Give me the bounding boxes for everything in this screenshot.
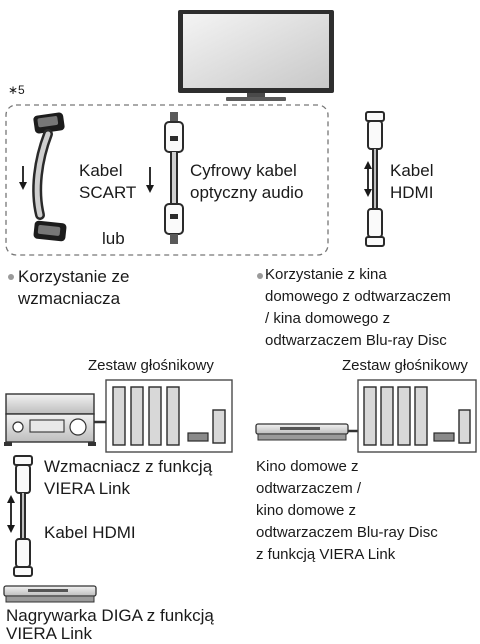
usage-amplifier-line1: Korzystanie ze — [18, 267, 130, 286]
scart-label-line2: SCART — [79, 183, 137, 202]
scart-label-line1: Kabel — [79, 161, 123, 180]
or-label: lub — [102, 229, 125, 248]
hdmi-label-line1: Kabel — [390, 161, 434, 180]
usage-home-theater-line3: / kina domowego z — [265, 310, 391, 327]
scart-cable-icon — [32, 112, 67, 242]
hdmi-cable-icon — [365, 111, 385, 247]
optical-label-line1: Cyfrowy kabel — [190, 161, 297, 180]
home-theater-label-line3: kino domowe z — [256, 502, 357, 519]
speaker-left-label: Zestaw głośnikowy — [88, 357, 214, 374]
amplifier-label-line2: VIERA Link — [44, 479, 130, 498]
amplifier-label-line1: Wzmacniacz z funkcją — [44, 457, 213, 476]
speaker-right-label: Zestaw głośnikowy — [342, 357, 468, 374]
optical-label-line2: optyczny audio — [190, 183, 304, 202]
usage-amplifier-line2: wzmacniacza — [18, 289, 121, 308]
bullet-home-theater — [257, 273, 263, 279]
hdmi-label-line2: HDMI — [390, 183, 434, 202]
home-theater-label-line2: odtwarzaczem / — [256, 480, 362, 497]
hdmi-double-arrow-icon — [364, 161, 372, 197]
recorder-label-line1: Nagrywarka DIGA z funkcją — [6, 606, 214, 625]
home-theater-label-line5: z funkcją VIERA Link — [256, 546, 396, 563]
recorder-label-line2: VIERA Link — [6, 624, 92, 643]
cable-group-frame — [5, 104, 329, 256]
home-theater-label-line4: odtwarzaczem Blu-ray Disc — [256, 524, 438, 541]
tv-icon — [178, 10, 334, 101]
usage-home-theater-line4: odtwarzaczem Blu-ray Disc — [265, 332, 447, 349]
optical-arrow-icon — [146, 167, 154, 193]
scart-arrow-icon — [19, 166, 27, 190]
hdmi-cable-label: Kabel HDMI — [44, 523, 136, 542]
speaker-set-right-icon — [357, 379, 477, 453]
hdmi-cable-amp-icon — [13, 455, 33, 577]
home-theater-player-icon — [255, 423, 349, 441]
hdmi-amp-double-arrow-icon — [7, 495, 15, 533]
optical-cable-icon — [164, 112, 184, 244]
bullet-amplifier — [8, 274, 14, 280]
amplifier-icon — [4, 393, 96, 446]
speaker-set-left-icon — [105, 379, 233, 453]
footnote-mark: ∗5 — [8, 83, 25, 97]
recorder-icon — [3, 585, 97, 603]
usage-home-theater-line1: Korzystanie z kina — [265, 266, 387, 283]
usage-home-theater-line2: domowego z odtwarzaczem — [265, 288, 451, 305]
home-theater-label-line1: Kino domowe z — [256, 458, 359, 475]
